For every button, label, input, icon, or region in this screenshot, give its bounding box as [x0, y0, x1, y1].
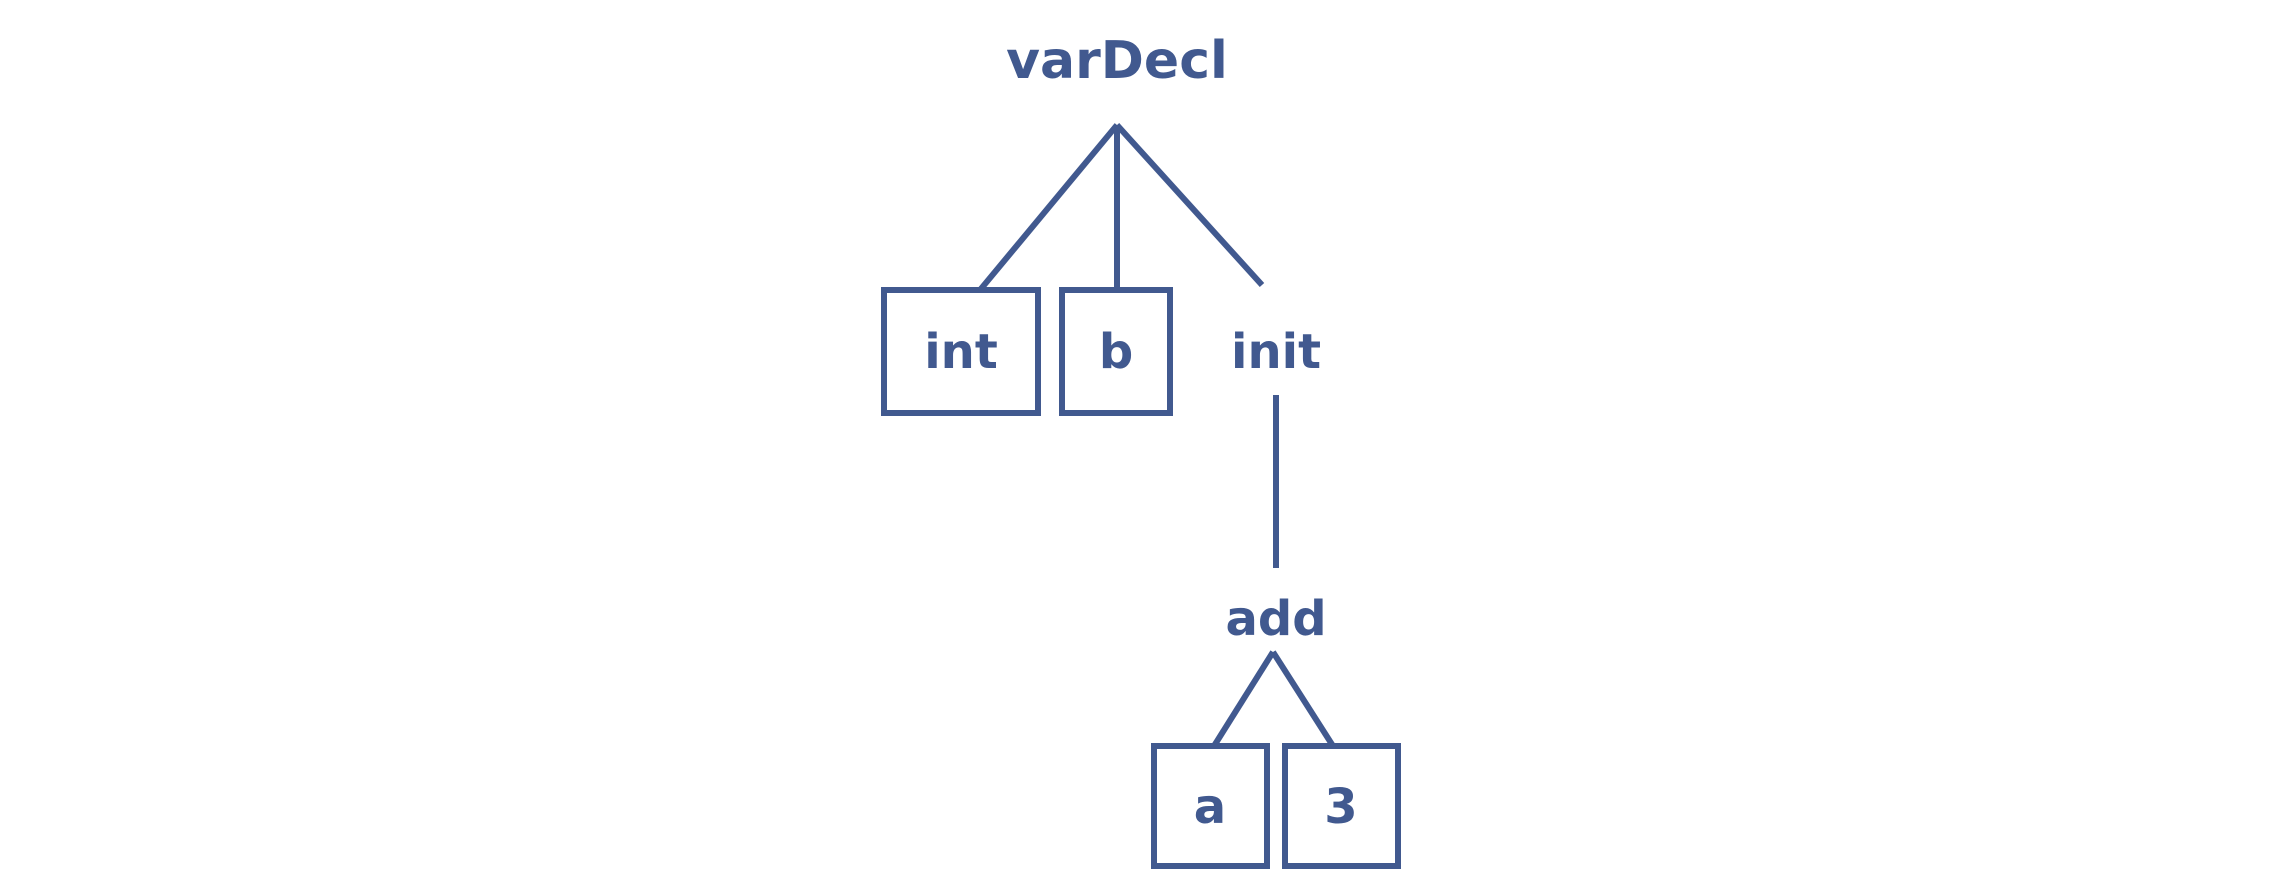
- edge-add-to-a: [1211, 650, 1276, 748]
- edge-root-to-int: [977, 123, 1120, 292]
- node-label-3: 3: [1324, 779, 1357, 835]
- edge-root-to-init: [1114, 122, 1265, 288]
- node-label-b: b: [1099, 324, 1133, 380]
- node-box-a[interactable]: [1151, 743, 1270, 869]
- edge-add-to-3: [1270, 650, 1336, 748]
- node-label-int: int: [924, 324, 998, 380]
- node-box-int[interactable]: [881, 287, 1041, 416]
- node-label-a: a: [1194, 779, 1226, 835]
- node-label-vardecl[interactable]: varDecl: [1006, 31, 1228, 91]
- node-label-add[interactable]: add: [1225, 591, 1326, 647]
- node-box-b[interactable]: [1059, 287, 1173, 416]
- node-box-3[interactable]: [1282, 743, 1401, 869]
- node-label-init[interactable]: init: [1231, 324, 1321, 380]
